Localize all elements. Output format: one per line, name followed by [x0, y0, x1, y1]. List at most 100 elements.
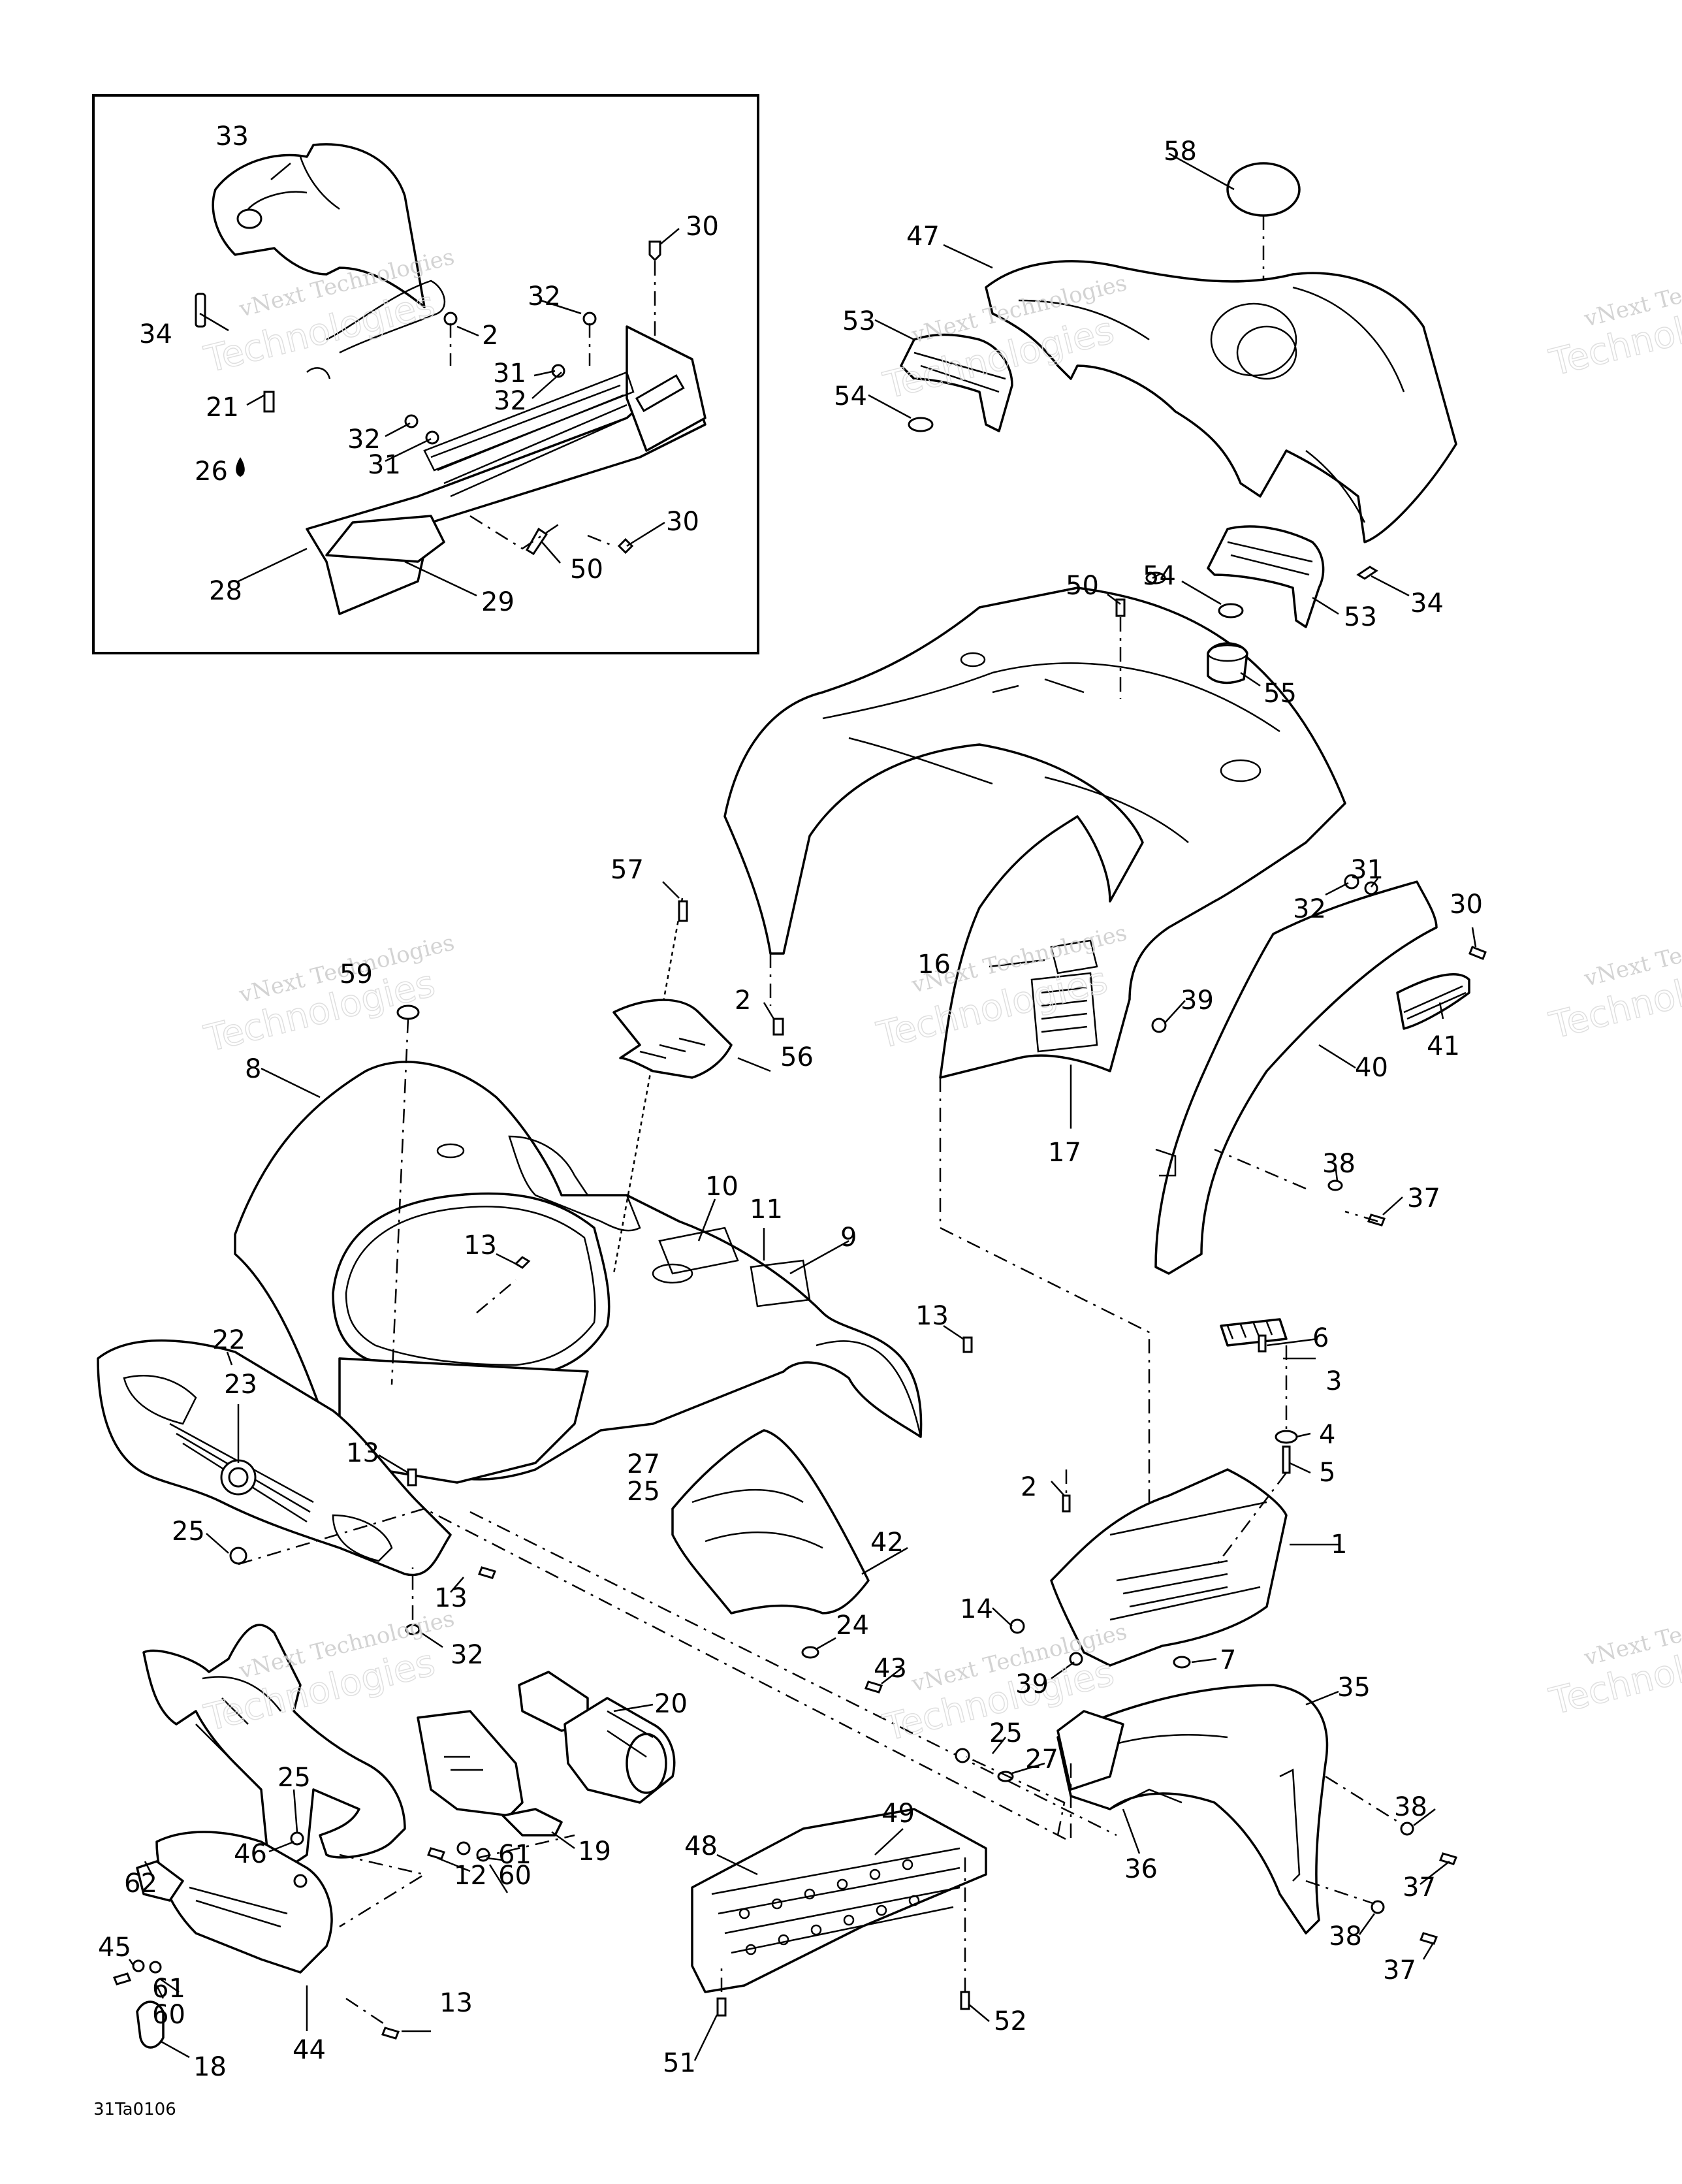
callout-27: 27: [627, 1449, 660, 1479]
callout-37: 37: [1407, 1183, 1440, 1213]
callout-59: 59: [340, 959, 373, 989]
callout-22: 22: [212, 1325, 246, 1355]
callout-16: 16: [917, 950, 951, 980]
callout-31: 31: [368, 450, 401, 480]
side-fender: [955, 1684, 1458, 1960]
callout-32: 32: [347, 425, 381, 455]
front-guard: [112, 1624, 431, 2059]
callout-39: 39: [1181, 986, 1214, 1016]
callout-38: 38: [1329, 1921, 1362, 1951]
callout-54: 54: [834, 381, 867, 411]
callout-13: 13: [439, 1988, 473, 2018]
callout-3: 3: [1325, 1366, 1342, 1396]
rear-fender: [723, 571, 1346, 1502]
callout-47: 47: [906, 221, 940, 251]
callout-13: 13: [434, 1583, 468, 1613]
callout-60: 60: [498, 1861, 532, 1891]
callout-57: 57: [611, 855, 644, 885]
callout-39: 39: [1015, 1669, 1049, 1699]
callout-26: 26: [195, 457, 228, 487]
callout-32: 32: [451, 1640, 484, 1670]
callout-28: 28: [209, 576, 242, 606]
callout-60: 60: [152, 2000, 185, 2030]
callout-17: 17: [1048, 1138, 1081, 1168]
callout-2: 2: [482, 321, 498, 351]
front-fender: [234, 881, 973, 1484]
callout-48: 48: [684, 1831, 718, 1861]
callout-53: 53: [842, 306, 876, 336]
inset-detail-box: [92, 94, 759, 654]
callout-6: 6: [1312, 1323, 1329, 1353]
callout-25: 25: [627, 1477, 660, 1507]
callout-38: 38: [1394, 1792, 1427, 1822]
footrest: [992, 1318, 1339, 1680]
callout-45: 45: [98, 1933, 131, 1963]
callout-25: 25: [278, 1763, 311, 1793]
callout-42: 42: [870, 1528, 904, 1558]
callout-11: 11: [750, 1195, 783, 1225]
callout-61: 61: [498, 1840, 532, 1870]
callout-13: 13: [464, 1230, 497, 1261]
callout-61: 61: [152, 1974, 185, 2004]
callout-34: 34: [139, 319, 172, 349]
callout-24: 24: [836, 1611, 869, 1641]
callout-12: 12: [454, 1861, 487, 1891]
callout-2: 2: [735, 986, 751, 1016]
callout-13: 13: [346, 1438, 379, 1468]
callout-49: 49: [881, 1799, 915, 1829]
callout-32: 32: [494, 386, 527, 416]
skid-plate: [691, 1808, 990, 2061]
callout-46: 46: [234, 1839, 267, 1869]
callout-36: 36: [1124, 1854, 1158, 1884]
callout-43: 43: [874, 1654, 907, 1684]
callout-37: 37: [1383, 1955, 1416, 1985]
callout-10: 10: [705, 1172, 738, 1202]
callout-51: 51: [663, 2048, 696, 2078]
callout-32: 32: [528, 281, 561, 312]
callout-4: 4: [1319, 1420, 1335, 1450]
callout-38: 38: [1322, 1149, 1356, 1179]
callout-54: 54: [1143, 561, 1176, 591]
callout-37: 37: [1403, 1872, 1436, 1903]
callout-50: 50: [1066, 571, 1099, 601]
callout-27: 27: [1025, 1744, 1058, 1774]
callout-21: 21: [206, 393, 239, 423]
callout-25: 25: [172, 1517, 205, 1547]
callout-20: 20: [654, 1689, 688, 1719]
callout-58: 58: [1164, 136, 1197, 167]
callout-31: 31: [1350, 855, 1384, 885]
callout-29: 29: [481, 587, 515, 617]
inner-panel: [671, 1429, 908, 1694]
callout-1: 1: [1331, 1530, 1347, 1560]
callout-14: 14: [960, 1594, 993, 1624]
winch-assembly: [417, 1671, 676, 1893]
callout-56: 56: [780, 1042, 814, 1072]
callout-32: 32: [1293, 894, 1326, 924]
callout-31: 31: [493, 359, 526, 389]
callout-62: 62: [124, 1869, 157, 1899]
callout-25: 25: [989, 1718, 1023, 1748]
callout-33: 33: [215, 121, 249, 152]
callout-40: 40: [1355, 1053, 1388, 1083]
callout-30: 30: [666, 507, 699, 537]
callout-50: 50: [570, 554, 603, 585]
rear-fender-flare: [1154, 874, 1487, 1275]
callout-41: 41: [1427, 1031, 1460, 1061]
callout-labels: 33 30 32 2 34 31 32 21 32 31 26 30 50 28…: [98, 121, 1483, 2082]
callout-9: 9: [840, 1223, 857, 1253]
figure-code: 31Ta0106: [93, 2100, 176, 2119]
callout-13: 13: [915, 1301, 949, 1331]
callout-19: 19: [578, 1837, 611, 1867]
callout-35: 35: [1337, 1673, 1371, 1703]
rear-rack-cover: [868, 152, 1457, 628]
callout-30: 30: [686, 212, 719, 242]
callout-55: 55: [1263, 679, 1297, 709]
callout-7: 7: [1220, 1645, 1236, 1675]
callout-34: 34: [1410, 588, 1444, 618]
callout-52: 52: [994, 2006, 1027, 2036]
callout-23: 23: [224, 1370, 257, 1400]
callout-5: 5: [1319, 1458, 1335, 1488]
callout-53: 53: [1344, 602, 1377, 632]
callout-2: 2: [1021, 1472, 1037, 1502]
